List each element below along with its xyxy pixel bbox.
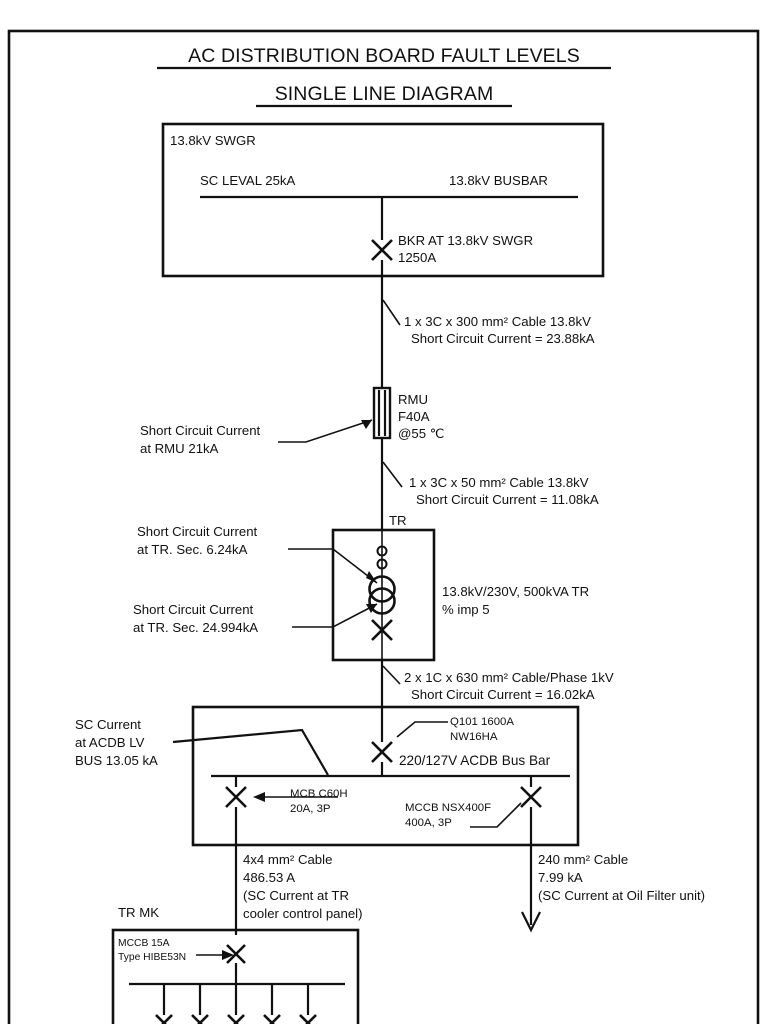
transformer-panel-outline <box>331 528 436 662</box>
transformer-sc-callout-secondary: Short Circuit Current at TR. Sec. 24.994… <box>133 602 378 635</box>
rmu-label-line3: @55 ℃ <box>398 426 445 441</box>
feeder-right-run: 240 mm² Cable 7.99 kA (SC Current at Oil… <box>521 845 705 933</box>
feeder-right-line3: (SC Current at Oil Filter unit) <box>538 888 705 903</box>
rmu-sc-callout: Short Circuit Current at RMU 21kA <box>140 419 373 456</box>
rmu-tr-cable-tick <box>382 461 403 488</box>
acdb-main-breaker-leader <box>396 721 448 738</box>
acdb-callout-leader <box>172 728 329 776</box>
rmu-callout-leader <box>278 419 373 443</box>
rmu-label-line1: RMU <box>398 392 428 407</box>
acdb-left-feeder-arrowhead <box>253 792 265 802</box>
switchgear-panel[interactable]: 13.8kV SWGR SC LEVAL 25kA 13.8kV BUSBAR … <box>161 122 605 278</box>
rmu-tr-cable-label-line2: Short Circuit Current = 11.08kA <box>416 492 599 507</box>
switchgear-busbar-label: 13.8kV BUSBAR <box>449 173 548 188</box>
transformer-secondary-winding <box>368 587 396 615</box>
acdb-panel-outline <box>191 705 580 847</box>
trmk-outgoing-way[interactable] <box>155 984 173 1024</box>
breaker-13-8kv-label-line2: 1250A <box>398 250 436 265</box>
trmk-panel-label: TR MK <box>118 905 159 920</box>
acdb-main-breaker-line1: Q101 1600A <box>450 716 514 728</box>
rmu-callout-line2: at RMU 21kA <box>140 441 219 456</box>
transformer-tag-label: TR <box>389 513 407 528</box>
trmk-outgoing-way[interactable] <box>263 984 281 1024</box>
acdb-right-feeder-breaker-symbol[interactable] <box>520 786 542 808</box>
rmu-tr-cable-label-line1: 1 x 3C x 50 mm² Cable 13.8kV <box>409 475 589 490</box>
tr-callout-bottom-line2: at TR. Sec. 24.994kA <box>133 620 258 635</box>
trmk-incomer-line2: Type HIBE53N <box>118 952 186 963</box>
trmk-incomer-arrowhead <box>222 950 234 960</box>
feeder-left-run: 4x4 mm² Cable 486.53 A (SC Current at TR… <box>234 845 363 935</box>
rmu-unit[interactable]: RMU F40A @55 ℃ <box>372 386 445 441</box>
tr-callout-top-arrowhead <box>366 571 377 583</box>
lv-cable-label-line2: Short Circuit Current = 16.02kA <box>411 687 595 702</box>
feeder-left-line2: 486.53 A <box>243 870 295 885</box>
lv-cable-label-line1: 2 x 1C x 630 mm² Cable/Phase 1kV <box>404 670 614 685</box>
trmk-outgoing-way[interactable] <box>227 984 245 1024</box>
transformer-link-circle-upper <box>376 545 388 557</box>
acdb-left-feeder-line1: MCB C60H <box>290 788 348 800</box>
tr-callout-bottom-arrowhead <box>366 604 377 613</box>
rmu-fuse-body <box>372 386 392 440</box>
rmu-callout-line1: Short Circuit Current <box>140 423 261 438</box>
acdb-sc-callout: SC Current at ACDB LV BUS 13.05 kA <box>75 717 329 776</box>
acdb-callout-line2: at ACDB LV <box>75 735 145 750</box>
breaker-13-8kv-swgr-symbol[interactable] <box>371 239 393 261</box>
trmk-outgoing-way[interactable] <box>299 984 317 1024</box>
transformer-rating-line1: 13.8kV/230V, 500kVA TR <box>442 584 589 599</box>
hv-cable-50mm-run: 1 x 3C x 50 mm² Cable 13.8kV Short Circu… <box>380 438 599 530</box>
trmk-incomer-breaker-symbol[interactable] <box>226 944 246 964</box>
acdb-panel[interactable]: Q101 1600A NW16HA 220/127V ACDB Bus Bar … <box>191 705 580 847</box>
acdb-busbar-label: 220/127V ACDB Bus Bar <box>399 753 551 768</box>
lv-cable-tick <box>382 665 401 685</box>
hv-cable-label-line2: Short Circuit Current = 23.88kA <box>411 331 595 346</box>
trmk-incomer-line1: MCCB 15A <box>118 938 170 949</box>
acdb-right-feeder-leader <box>470 802 522 828</box>
page-border <box>7 29 760 1024</box>
title-block: AC DISTRIBUTION BOARD FAULT LEVELS SINGL… <box>157 45 611 108</box>
feeder-left-line4: cooler control panel) <box>243 906 363 921</box>
lv-cable-630mm-run: 2 x 1C x 630 mm² Cable/Phase 1kV Short C… <box>380 660 614 707</box>
feeder-left-line1: 4x4 mm² Cable <box>243 852 332 867</box>
transformer-rating-line2: % imp 5 <box>442 602 490 617</box>
tr-callout-top-leader <box>288 548 378 584</box>
transformer-lv-breaker-symbol[interactable] <box>371 619 393 641</box>
hv-cable-tick <box>382 299 401 326</box>
hv-cable-label-line1: 1 x 3C x 300 mm² Cable 13.8kV <box>404 314 591 329</box>
switchgear-panel-label: 13.8kV SWGR <box>170 133 256 148</box>
tr-callout-bottom-line1: Short Circuit Current <box>133 602 254 617</box>
transformer-primary-winding <box>368 575 396 603</box>
trmk-outgoing-way[interactable] <box>191 984 209 1024</box>
hv-cable-300mm-run: 1 x 3C x 300 mm² Cable 13.8kV Short Circ… <box>380 276 595 388</box>
acdb-callout-line3: BUS 13.05 kA <box>75 753 158 768</box>
tr-callout-bottom-leader <box>292 603 378 628</box>
transformer-winding-symbol <box>368 575 396 615</box>
acdb-right-feeder-line1: MCCB NSX400F <box>405 802 491 814</box>
feeder-right-arrowhead <box>521 911 541 933</box>
transformer-link-circle-lower <box>376 558 388 570</box>
page-title: AC DISTRIBUTION BOARD FAULT LEVELS <box>188 45 580 67</box>
tr-callout-top-line1: Short Circuit Current <box>137 524 258 539</box>
rmu-label-line2: F40A <box>398 409 430 424</box>
tr-callout-top-line2: at TR. Sec. 6.24kA <box>137 542 248 557</box>
feeder-right-line1: 240 mm² Cable <box>538 852 628 867</box>
acdb-left-feeder-line2: 20A, 3P <box>290 803 331 815</box>
acdb-right-feeder-line2: 400A, 3P <box>405 817 452 829</box>
feeder-right-line2: 7.99 kA <box>538 870 583 885</box>
trmk-panel-outline <box>111 928 360 1024</box>
acdb-callout-line1: SC Current <box>75 717 141 732</box>
switchgear-sc-level-label: SC LEVAL 25kA <box>200 173 295 188</box>
rmu-callout-arrowhead <box>361 420 372 429</box>
page-subtitle: SINGLE LINE DIAGRAM <box>275 83 494 105</box>
acdb-main-breaker-line2: NW16HA <box>450 731 498 743</box>
acdb-main-breaker-symbol[interactable] <box>371 741 393 763</box>
transformer-sc-callout-primary: Short Circuit Current at TR. Sec. 6.24kA <box>137 524 378 584</box>
trmk-panel[interactable]: TR MK MCCB 15A Type HIBE53N <box>111 905 360 1024</box>
transformer-panel[interactable]: TR 13.8kV/230V, 500kVA TR % imp 5 <box>331 513 589 662</box>
breaker-13-8kv-label-line1: BKR AT 13.8kV SWGR <box>398 233 533 248</box>
acdb-left-feeder-breaker-symbol[interactable] <box>225 786 247 808</box>
feeder-left-line3: (SC Current at TR <box>243 888 349 903</box>
